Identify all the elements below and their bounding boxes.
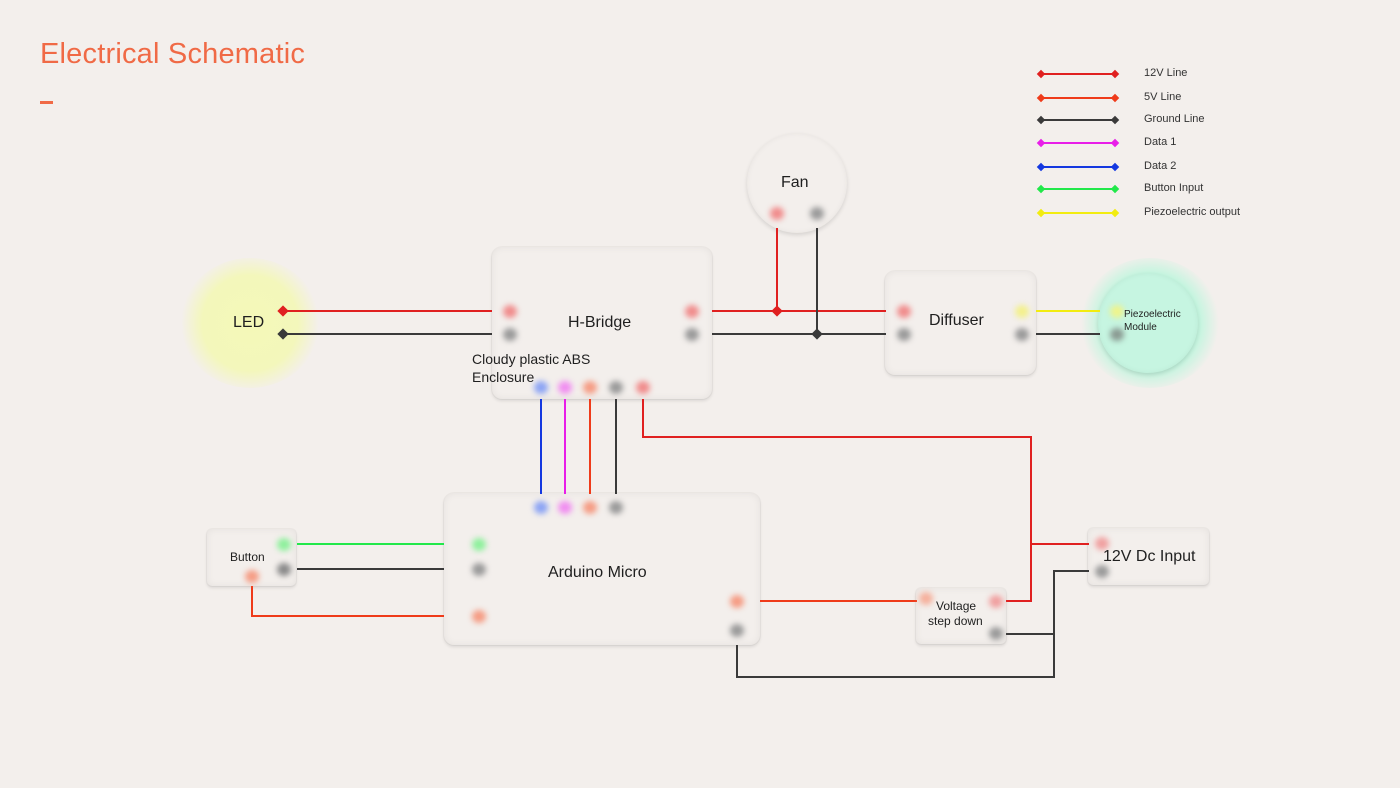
pin-button-input bbox=[277, 538, 291, 551]
legend-swatch-diamond bbox=[1036, 184, 1046, 194]
legend-swatch-diamond bbox=[1110, 69, 1120, 79]
pin-arduino-5v-top bbox=[583, 501, 597, 514]
pin-hbridge-data2 bbox=[534, 381, 548, 394]
pin-stepdown-12v bbox=[989, 595, 1003, 608]
junction-fan-12v bbox=[771, 305, 783, 317]
wire-button-5v bbox=[251, 586, 444, 617]
pin-button-5v bbox=[245, 570, 259, 583]
legend-label: Data 1 bbox=[1144, 136, 1177, 148]
title-underline bbox=[40, 101, 53, 104]
legend-label: Data 2 bbox=[1144, 160, 1177, 172]
led-label: LED bbox=[233, 314, 265, 331]
pin-stepdown-gnd bbox=[989, 627, 1003, 640]
arduino-label: Arduino Micro bbox=[548, 564, 647, 581]
dc-input-label: 12V Dc Input bbox=[1103, 548, 1196, 565]
legend-swatch-diamond bbox=[1110, 162, 1120, 172]
legend-swatch-diamond bbox=[1036, 162, 1046, 172]
fan-circle[interactable] bbox=[747, 133, 847, 233]
pin-hbridge-12v bbox=[636, 381, 650, 394]
legend-swatch-diamond bbox=[1110, 208, 1120, 218]
junction-led-ground bbox=[277, 328, 289, 340]
pin-arduino-5v-right bbox=[730, 595, 744, 608]
fan-label: Fan bbox=[781, 174, 809, 191]
piezo-label-line1: Piezoelectric bbox=[1124, 309, 1181, 320]
pin-dc-12v bbox=[1095, 537, 1109, 550]
pin-hbridge-gnd bbox=[609, 381, 623, 394]
pin-diffuser-gnd bbox=[897, 328, 911, 341]
legend-label: 12V Line bbox=[1144, 67, 1188, 79]
legend-swatch-diamond bbox=[1036, 69, 1046, 79]
legend-label: Piezoelectric output bbox=[1144, 206, 1240, 218]
pin-arduino-data2 bbox=[534, 501, 548, 514]
led-glow bbox=[180, 258, 320, 388]
pin-hbridge-left-12v bbox=[503, 305, 517, 318]
pin-hbridge-5v bbox=[583, 381, 597, 394]
pin-diffuser-gnd-out bbox=[1015, 328, 1029, 341]
pin-hbridge-right-12v bbox=[685, 305, 699, 318]
wire-arduino-ground bbox=[736, 570, 1089, 678]
pin-arduino-data1 bbox=[558, 501, 572, 514]
pin-arduino-5v-left bbox=[472, 610, 486, 623]
pin-arduino-gnd-left bbox=[472, 563, 486, 576]
pin-fan-gnd bbox=[810, 207, 824, 220]
pin-arduino-button bbox=[472, 538, 486, 551]
piezo-circle[interactable] bbox=[1098, 273, 1198, 373]
dc-input-box[interactable] bbox=[1088, 528, 1209, 585]
pin-fan-12v bbox=[770, 207, 784, 220]
stepdown-label-line1: Voltage bbox=[936, 599, 977, 613]
pin-hbridge-right-gnd bbox=[685, 328, 699, 341]
pin-diffuser-12v bbox=[897, 305, 911, 318]
pin-piezo-gnd bbox=[1110, 328, 1124, 341]
legend-swatch-diamond bbox=[1110, 138, 1120, 148]
legend-swatch-diamond bbox=[1036, 208, 1046, 218]
junction-fan-ground bbox=[811, 328, 823, 340]
legend-label: Button Input bbox=[1144, 182, 1204, 194]
arduino-box[interactable] bbox=[444, 493, 760, 645]
diffuser-label: Diffuser bbox=[929, 312, 984, 329]
legend-swatch-diamond bbox=[1110, 115, 1120, 125]
enclosure-label-line2: Enclosure bbox=[472, 369, 535, 385]
legend-label: 5V Line bbox=[1144, 91, 1182, 103]
page-title: Electrical Schematic bbox=[40, 38, 306, 70]
pin-diffuser-piezo bbox=[1015, 305, 1029, 318]
piezo-label-line2: Module bbox=[1124, 322, 1157, 333]
junction-led-12v bbox=[277, 305, 289, 317]
pin-hbridge-data1 bbox=[558, 381, 572, 394]
pin-button-gnd bbox=[277, 563, 291, 576]
pin-hbridge-left-gnd bbox=[503, 328, 517, 341]
diffuser-box[interactable] bbox=[885, 271, 1036, 375]
pin-stepdown-5v bbox=[919, 592, 933, 605]
legend-swatch-diamond bbox=[1110, 184, 1120, 194]
legend-label: Ground Line bbox=[1144, 113, 1205, 125]
legend-swatch-diamond bbox=[1036, 138, 1046, 148]
pin-dc-gnd bbox=[1095, 565, 1109, 578]
enclosure-label-line1: Cloudy plastic ABS bbox=[472, 351, 591, 367]
button-label: Button bbox=[230, 550, 265, 564]
pin-piezo-in bbox=[1110, 305, 1124, 318]
legend-swatch-diamond bbox=[1036, 93, 1046, 103]
legend-swatch-diamond bbox=[1110, 93, 1120, 103]
legend-swatch-diamond bbox=[1036, 115, 1046, 125]
pin-arduino-gnd-right bbox=[730, 624, 744, 637]
stepdown-label-line2: step down bbox=[928, 614, 983, 628]
hbridge-label: H-Bridge bbox=[568, 314, 632, 331]
pin-arduino-gnd-top bbox=[609, 501, 623, 514]
hbridge-box[interactable] bbox=[492, 247, 712, 399]
wire-hbridge-12v-feed bbox=[642, 399, 1032, 602]
